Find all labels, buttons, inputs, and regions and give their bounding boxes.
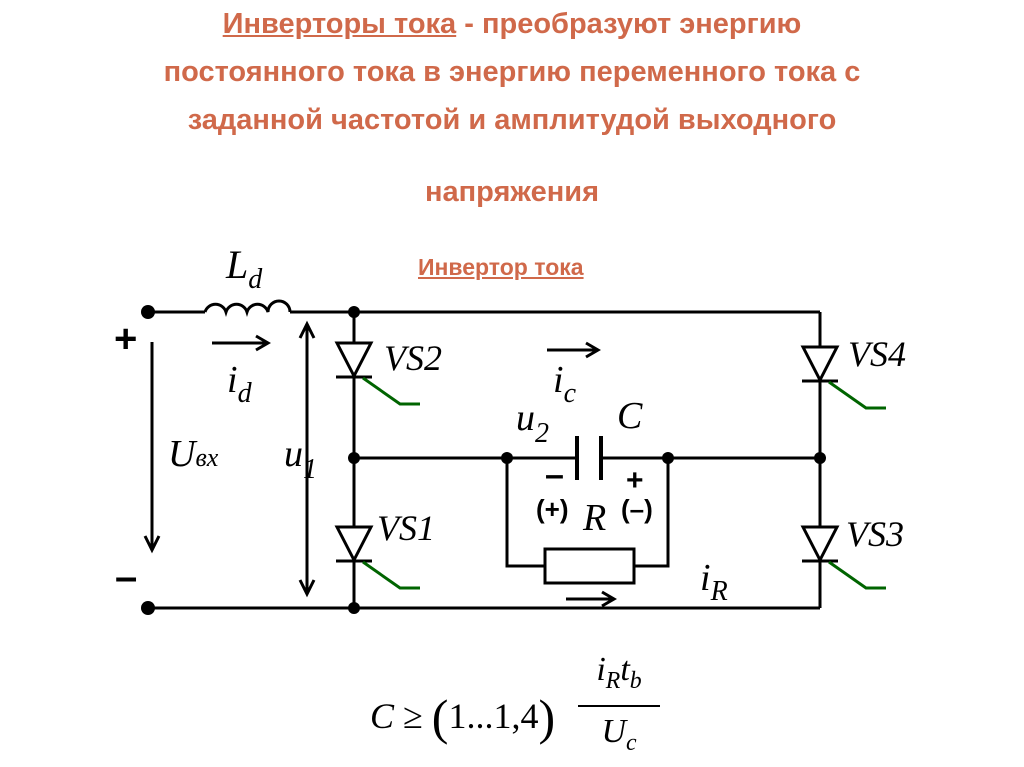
label-u2: u2 [516, 397, 549, 449]
label-cap-minus: – [545, 456, 564, 494]
node [348, 306, 360, 318]
inductor-coil [203, 299, 292, 318]
thyristor-vs4 [800, 345, 886, 410]
title-lead: Инверторы тока [222, 8, 457, 40]
nodes [141, 305, 826, 615]
label-vs2: VS2 [384, 338, 442, 378]
label-ir: iR [700, 557, 728, 607]
label-vs3: VS3 [846, 514, 904, 554]
label-pol-minus: (–) [621, 494, 653, 524]
arrow-ir [566, 590, 617, 608]
wires [148, 310, 822, 610]
capacitance-formula: C ≥ (1...1,4) iRtb Uc [370, 650, 670, 760]
label-inductor: Ld [225, 242, 263, 295]
label-u1: u1 [284, 433, 317, 485]
label-current-d: id [227, 359, 253, 409]
node [348, 452, 360, 464]
title-rest: - преобразуют энергию [456, 8, 802, 40]
formula-denominator: Uc [578, 704, 660, 764]
title-line-2: постоянного тока в энергию переменного т… [163, 56, 861, 88]
thyristor-vs3 [800, 525, 886, 590]
wire-resistor-right [634, 458, 670, 568]
label-uin: Uвх [168, 433, 219, 475]
node [501, 452, 513, 464]
terminal-plus [141, 305, 155, 319]
diagram-subtitle: Инвертор тока [418, 254, 584, 280]
title-line-3: заданной частотой и амплитудой выходного [187, 104, 837, 136]
arrows [143, 320, 617, 608]
label-cap-plus: + [626, 464, 644, 497]
node [662, 452, 674, 464]
title-line-4: напряжения [425, 176, 599, 208]
label-pol-plus: (+) [536, 494, 569, 524]
thyristor-vs1 [334, 525, 420, 590]
arrow-uin [143, 342, 161, 554]
arrow-id [212, 334, 271, 352]
arrow-u1 [298, 320, 316, 598]
formula-lhs: C ≥ (1...1,4) [370, 689, 556, 745]
formula-numerator: iRtb [596, 651, 642, 694]
node [348, 602, 360, 614]
resistor [543, 547, 636, 585]
node [814, 452, 826, 464]
terminal-minus [141, 601, 155, 615]
page-title: Инверторы тока - преобразуют энергию пос… [0, 0, 1024, 216]
label-capacitor: C [617, 395, 643, 437]
label-vs4: VS4 [848, 334, 906, 374]
label-plus: + [114, 317, 137, 361]
thyristor-vs2 [334, 341, 420, 406]
label-resistor: R [582, 497, 606, 539]
capacitor [575, 436, 603, 480]
label-minus: – [115, 555, 137, 599]
label-vs1: VS1 [377, 508, 435, 548]
label-ic: ic [553, 359, 577, 409]
arrow-ic [547, 341, 601, 359]
wire-resistor-left [505, 458, 545, 568]
formula-fraction: iRtb Uc [578, 650, 660, 764]
